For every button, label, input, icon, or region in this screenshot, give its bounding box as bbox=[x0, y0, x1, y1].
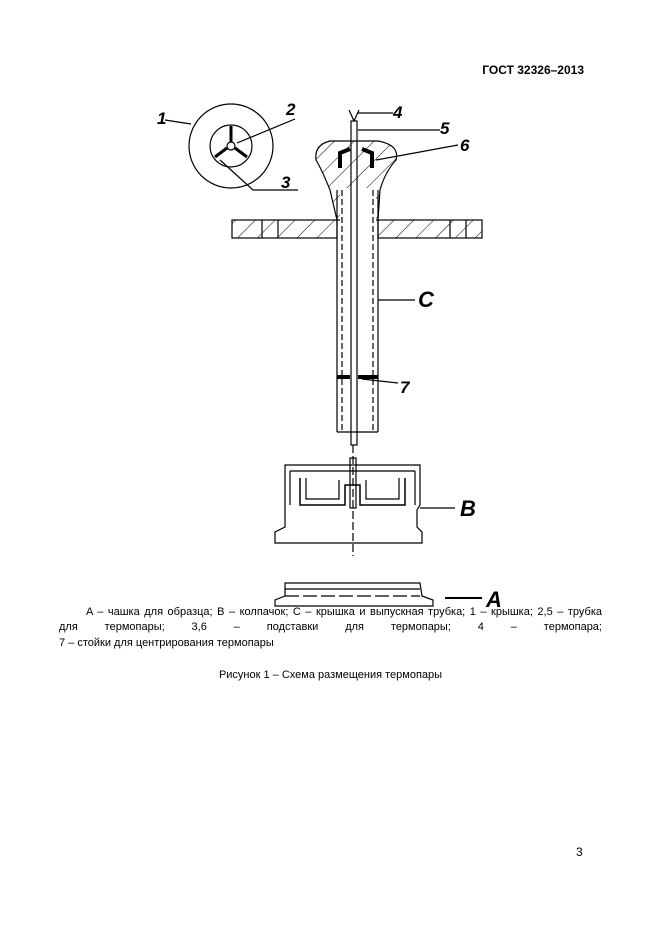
cap-b bbox=[274, 464, 455, 544]
label-7: 7 bbox=[400, 378, 411, 397]
outlet-tube bbox=[336, 190, 415, 433]
thermocouple-rod bbox=[348, 109, 459, 556]
page-number: 3 bbox=[576, 845, 583, 859]
label-4: 4 bbox=[392, 103, 403, 122]
label-1: 1 bbox=[157, 109, 166, 128]
label-a: A bbox=[485, 587, 502, 612]
label-5: 5 bbox=[440, 119, 450, 138]
top-view-cap bbox=[164, 103, 298, 191]
label-c: C bbox=[418, 287, 435, 312]
funnel-cap bbox=[315, 140, 398, 223]
label-b: B bbox=[460, 496, 476, 521]
legend-line-3: 7 – стойки для центрирования термопары bbox=[59, 637, 274, 649]
cover-plate bbox=[231, 219, 483, 239]
standard-header: ГОСТ 32326–2013 bbox=[482, 63, 584, 77]
label-2: 2 bbox=[285, 100, 296, 119]
legend-line-1: A – чашка для образца; B – колпачок; C –… bbox=[86, 606, 602, 618]
sample-dish-a bbox=[274, 582, 482, 607]
legend-line-2: для термопары; 3,6 – подставки для термо… bbox=[59, 621, 602, 633]
label-6: 6 bbox=[460, 136, 470, 155]
label-3: 3 bbox=[281, 173, 291, 192]
figure-caption: Рисунок 1 – Схема размещения термопары bbox=[218, 669, 443, 681]
